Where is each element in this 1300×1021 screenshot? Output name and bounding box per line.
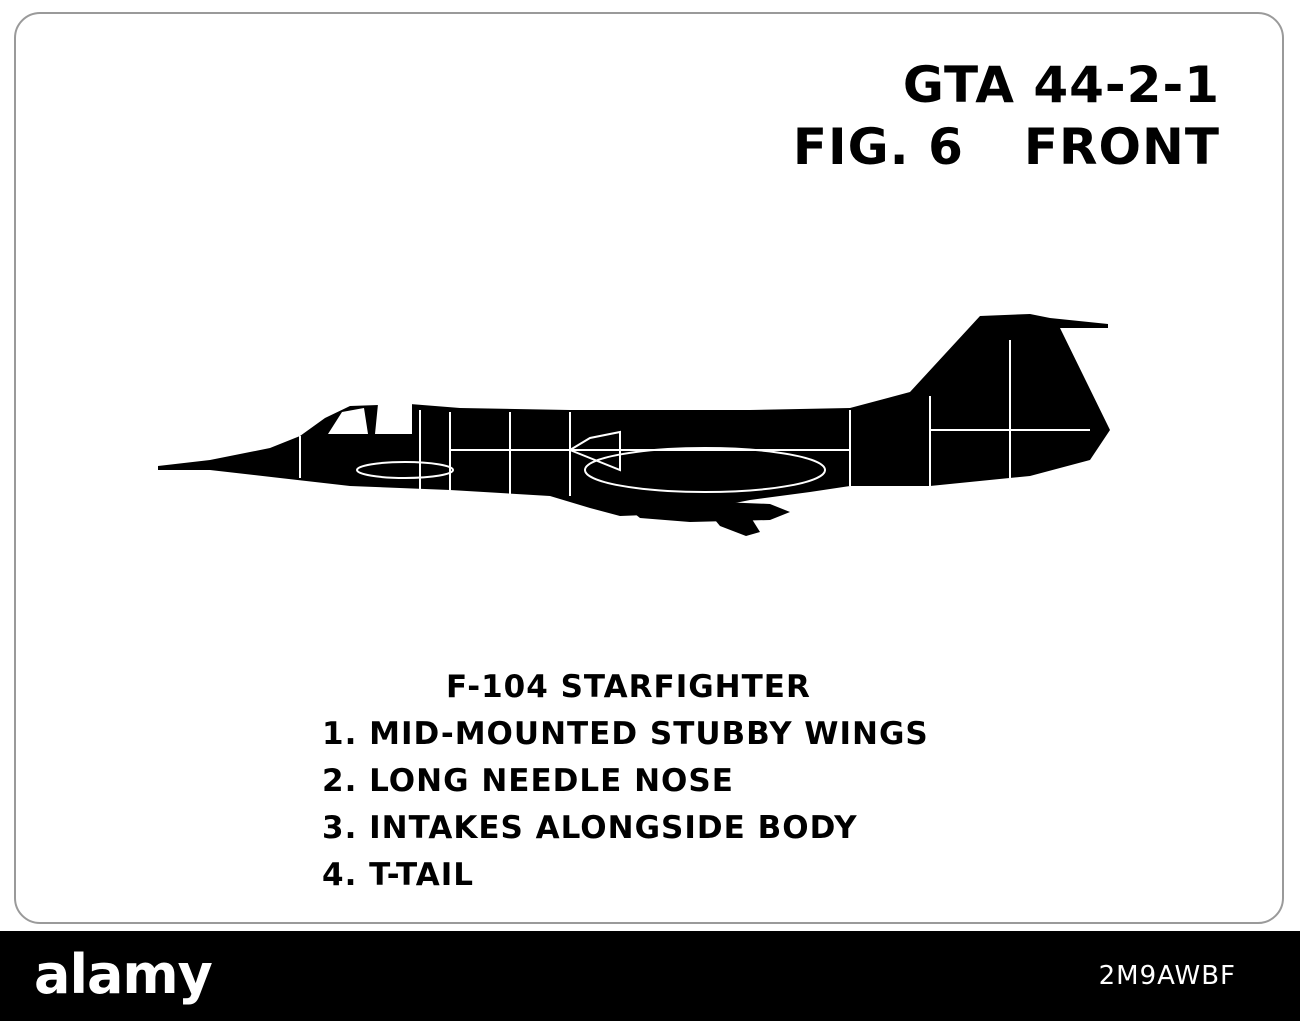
feature-item: 4. T-TAIL	[322, 857, 475, 893]
card-side: FRONT	[1023, 118, 1220, 176]
figure-line: FIG. 6 FRONT	[793, 116, 1220, 178]
tip-tank-shape	[710, 514, 760, 536]
f-104-silhouette-icon	[158, 314, 1110, 536]
figure-number: FIG. 6	[792, 118, 964, 176]
canopy-rear	[375, 404, 412, 434]
alamy-logo: alamy	[34, 943, 213, 1006]
feature-item: 2. LONG NEEDLE NOSE	[322, 763, 734, 799]
gta-code: GTA 44-2-1	[902, 56, 1220, 114]
image-code: 2M9AWBF	[1098, 961, 1236, 991]
card-header: GTA 44-2-1 FIG. 6 FRONT	[793, 54, 1220, 178]
aircraft-name: F-104 STARFIGHTER	[446, 669, 811, 705]
stock-footer: alamy 2M9AWBF	[0, 931, 1300, 1021]
aircraft-caption: F-104 STARFIGHTER 1. MID-MOUNTED STUBBY …	[322, 664, 929, 899]
feature-item: 1. MID-MOUNTED STUBBY WINGS	[322, 716, 929, 752]
feature-item: 3. INTAKES ALONGSIDE BODY	[322, 810, 858, 846]
panel-lines	[299, 340, 1090, 496]
drop-tank-shape	[620, 500, 790, 522]
canopy-front	[328, 408, 368, 434]
fuselage-shape	[158, 314, 1110, 516]
